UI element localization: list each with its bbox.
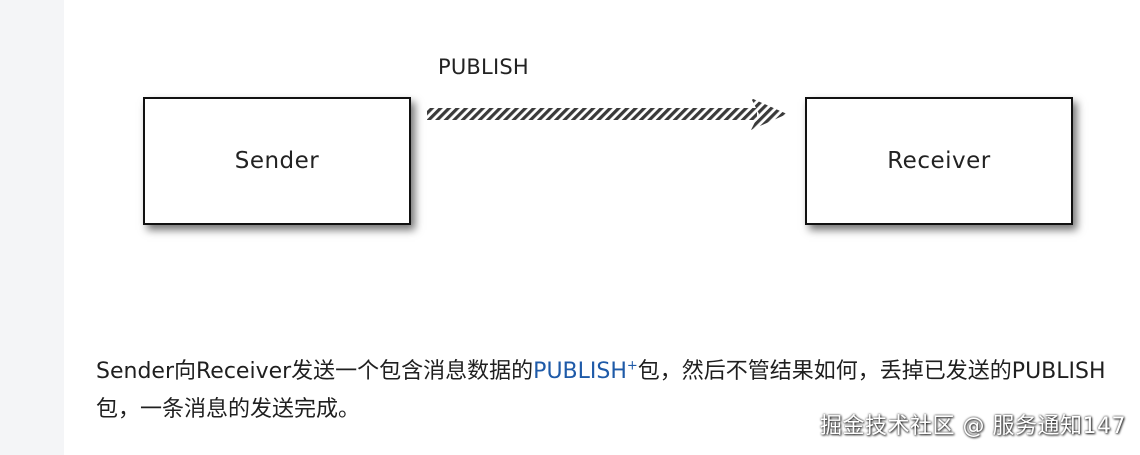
sender-box: Sender [143, 97, 411, 225]
arrow-label: PUBLISH [438, 55, 529, 79]
watermark: 掘金技术社区 @ 服务通知147 [820, 414, 1126, 439]
sender-label: Sender [234, 148, 320, 174]
paragraph-part-1: Sender向Receiver发送一个包含消息数据的 [96, 359, 534, 384]
arrow-head [751, 98, 787, 130]
publish-link-text: PUBLISH [533, 359, 627, 384]
arrow-shaft [427, 108, 757, 120]
left-gutter [0, 0, 64, 455]
publish-link[interactable]: PUBLISH+ [533, 359, 638, 384]
publish-arrow [427, 98, 787, 130]
receiver-label: Receiver [887, 148, 991, 174]
paragraph-part-2: 包，然后不管结果如何，丢掉已发送的PUBLISH包，一条消息的发送完成。 [96, 359, 1106, 422]
link-marker: + [626, 358, 638, 374]
receiver-box: Receiver [805, 97, 1073, 225]
description-paragraph: Sender向Receiver发送一个包含消息数据的PUBLISH+包，然后不管… [96, 353, 1106, 429]
